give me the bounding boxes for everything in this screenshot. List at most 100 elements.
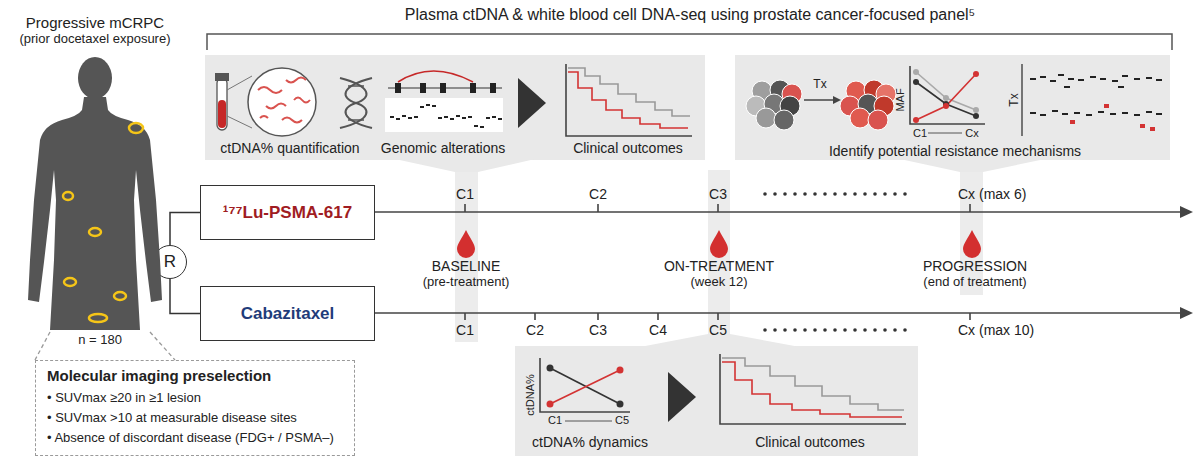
tumor-cells-icon <box>770 80 790 100</box>
dynamics-plot <box>550 368 620 404</box>
cycle-label: C5 <box>709 322 727 338</box>
variant-track-plot <box>1146 77 1152 79</box>
dna-icon <box>340 78 372 128</box>
survival-plot <box>566 64 692 136</box>
cycle-label: C4 <box>649 322 667 338</box>
maf-plot <box>913 69 919 75</box>
dynamics-plot <box>550 370 620 404</box>
lesion-mark <box>64 278 76 286</box>
cycle-label: C2 <box>526 322 544 338</box>
lesion-mark <box>89 314 107 322</box>
analysis-panel: TxMAFC1CxTxIdentify potential resistance… <box>735 55 1170 160</box>
dna-icon <box>348 86 364 120</box>
node-text: ctDNA% <box>524 374 537 416</box>
cycle-label: C3 <box>589 322 607 338</box>
continuation-dots <box>883 328 887 332</box>
analysis-panel: ctDNA% quantificationGenomic alterations… <box>205 55 705 160</box>
variant-track-plot <box>1086 114 1092 116</box>
timepoint-label: ON-TREATMENT <box>664 258 774 274</box>
continuation-dots <box>833 192 837 196</box>
timeline-arrowhead <box>1180 206 1193 218</box>
variant-track-plot <box>1052 110 1058 112</box>
cycle-label: C2 <box>589 186 607 202</box>
gene-track-icon <box>398 71 473 82</box>
gene-track-icon <box>420 83 426 93</box>
blood-tube-icon <box>227 76 252 128</box>
timepoint-label: BASELINE <box>432 258 500 274</box>
node-text: MAF <box>894 88 907 111</box>
timeline-axis <box>375 211 1182 213</box>
gene-track-icon <box>450 118 454 120</box>
sample-size: n = 180 <box>78 333 122 348</box>
continuation-dots <box>893 328 897 332</box>
patient-silhouette <box>28 57 162 330</box>
lesion-mark <box>114 292 126 300</box>
patient-silhouette <box>28 97 162 330</box>
timepoint-label: PROGRESSION <box>923 258 1027 274</box>
blood-tube-icon <box>217 78 227 130</box>
preselection-box: Molecular imaging preselection• SUVmax ≥… <box>35 360 355 456</box>
patient-silhouette <box>78 57 112 99</box>
treatment-arm-box: ¹⁷⁷Lu-PSMA-617 <box>200 185 375 240</box>
continuation-dots <box>793 192 797 196</box>
maf-plot <box>910 66 985 124</box>
dna-icon <box>340 78 372 128</box>
variant-track-plot <box>1098 111 1104 113</box>
gene-track-icon <box>468 116 472 118</box>
timepoint-note: (end of treatment) <box>923 275 1026 290</box>
lesion-mark <box>129 123 143 133</box>
maf-plot <box>916 82 976 116</box>
variant-track-plot <box>1021 64 1022 136</box>
variant-track-plot <box>1146 111 1152 113</box>
node-text: Tx <box>813 78 826 92</box>
gene-track-icon <box>390 104 502 128</box>
maf-plot <box>916 72 976 110</box>
timeline-arrowhead <box>1180 307 1193 319</box>
gene-track-icon <box>395 83 401 93</box>
continuation-dots <box>883 192 887 196</box>
tumor-cells-icon <box>774 110 794 130</box>
variant-track-plot <box>1070 120 1075 124</box>
gene-track-icon <box>390 116 394 118</box>
gene-track-icon <box>492 116 496 118</box>
flow-chevron <box>518 78 696 422</box>
maf-plot <box>943 95 949 101</box>
tumor-cells-icon <box>764 94 784 114</box>
population-note: (prior docetaxel exposure) <box>19 32 170 47</box>
continuation-dots <box>763 192 907 332</box>
callout-leader <box>35 332 175 360</box>
dynamics-plot <box>617 401 624 408</box>
tumor-cells-icon <box>868 110 888 130</box>
dynamics-plot <box>547 401 554 408</box>
variant-track-plot <box>1062 113 1068 115</box>
variant-track-plot <box>1134 78 1140 80</box>
blood-tube-icon <box>218 100 226 128</box>
variant-track-plot <box>1156 79 1162 81</box>
continuation-dots <box>833 328 837 332</box>
population-label: Progressive mCRPC <box>26 14 164 31</box>
variant-track-plot <box>1100 78 1106 80</box>
gene-track-icon <box>444 116 448 118</box>
dynamics-plot <box>565 421 612 422</box>
dna-icon <box>340 78 372 128</box>
panel-funnel <box>900 159 1045 172</box>
tumor-cells-icon <box>746 80 896 130</box>
maf-plot <box>913 117 919 123</box>
timeline-axis <box>465 313 970 320</box>
analysis-panel: ctDNA%C1C5ctDNA% dynamicsClinical outcom… <box>515 346 918 456</box>
timeline-axis <box>465 204 970 212</box>
gene-track-icon <box>486 117 490 119</box>
tumor-cells-icon <box>876 84 896 104</box>
tumor-cells-icon <box>752 81 772 101</box>
gene-track-icon <box>388 87 502 88</box>
blood-drop <box>710 230 728 258</box>
maf-plot <box>916 74 976 120</box>
timepoint-note: (week 12) <box>690 275 747 290</box>
variant-track-plot <box>1040 76 1046 78</box>
variant-track-plot <box>1030 74 1162 116</box>
node-text: Molecular imaging preselection <box>47 367 271 384</box>
maf-plot <box>973 71 979 77</box>
blood-drop <box>457 230 475 258</box>
gene-track-icon <box>438 117 442 119</box>
